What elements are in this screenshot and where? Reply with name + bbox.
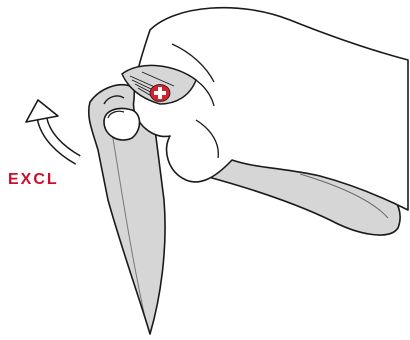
swiss-cross-icon (150, 85, 170, 102)
thumb (104, 109, 140, 141)
curved-arrow-icon (26, 100, 78, 160)
excl-label: EXCL (8, 172, 59, 188)
